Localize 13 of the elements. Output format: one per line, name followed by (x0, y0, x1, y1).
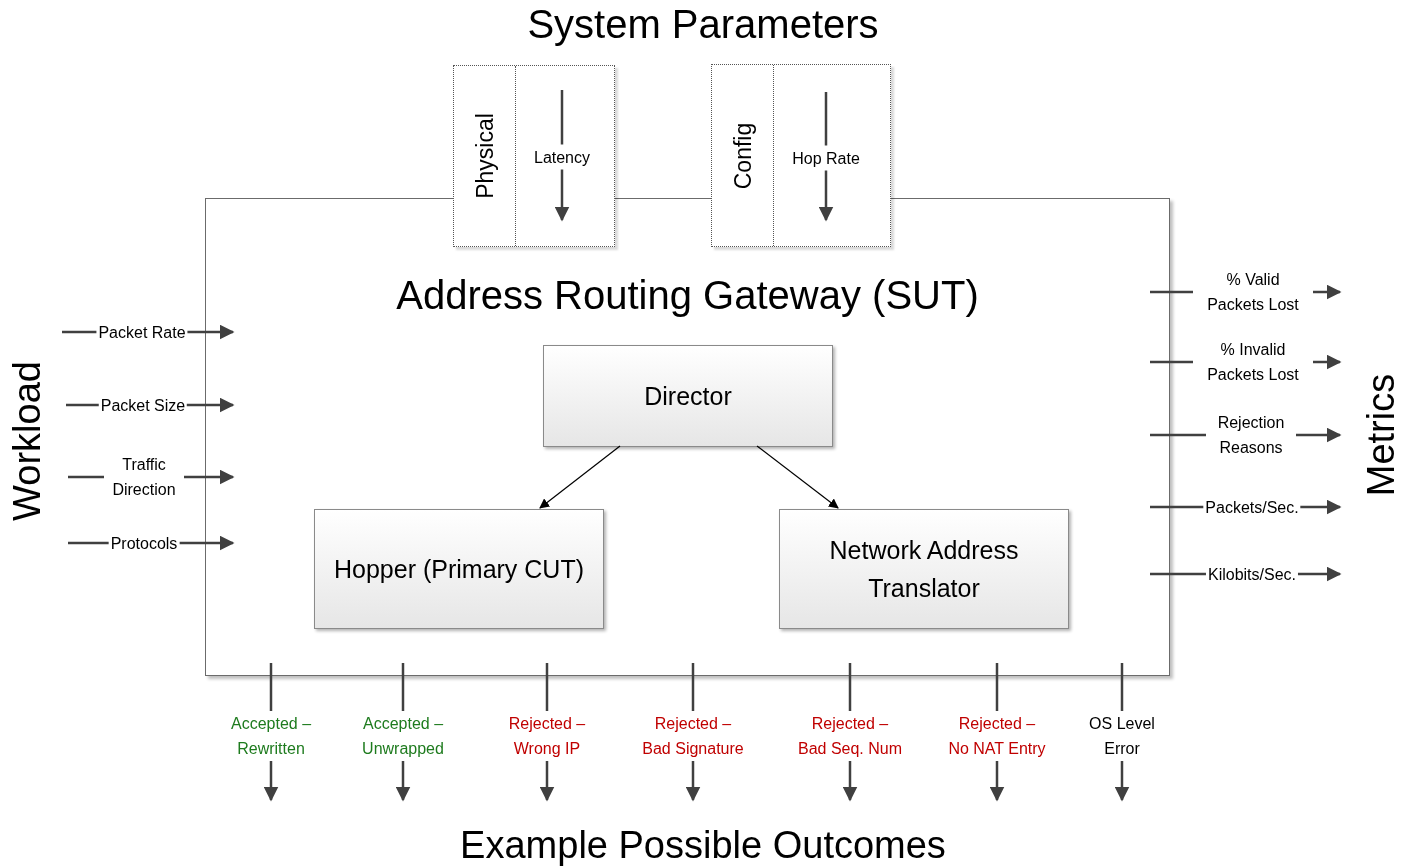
bottom-label: Example Possible Outcomes (460, 826, 946, 864)
side-label: Metrics (1362, 373, 1400, 497)
edge-label: Latency (532, 144, 592, 170)
side-label: Workload (8, 361, 46, 521)
system-title: Address Routing Gateway (SUT) (396, 275, 979, 315)
component-box: Network Address Translator (779, 509, 1069, 629)
component-box: Director (543, 345, 833, 447)
arrow (756, 445, 839, 509)
system-box (205, 198, 1170, 676)
arrow (539, 445, 621, 509)
diagram-title: System Parameters (527, 4, 879, 44)
component-box: Hopper (Primary CUT) (314, 509, 604, 629)
edge-label: Hop Rate (790, 145, 862, 171)
